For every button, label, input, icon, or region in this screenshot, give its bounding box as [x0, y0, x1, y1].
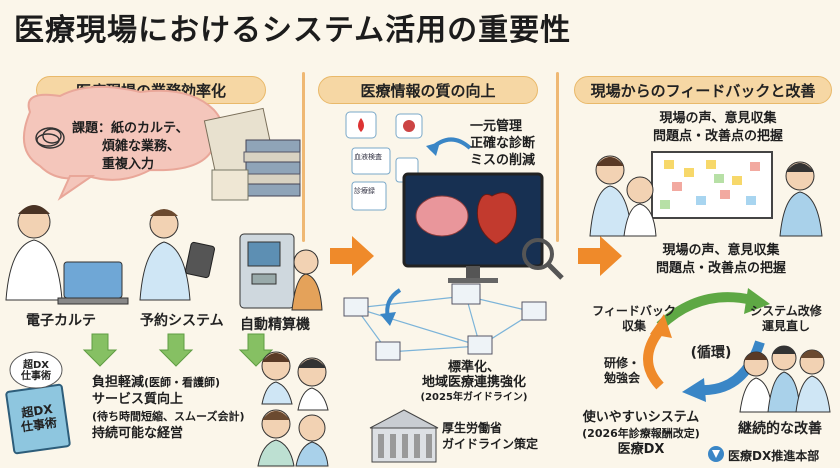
- cycle-training-line-1: 研修・: [603, 356, 640, 370]
- divider-left: [302, 72, 305, 242]
- benefit-service: サービス質向上: [92, 392, 184, 407]
- benefit-sustainable: 持続可能な経営: [92, 426, 184, 441]
- issue-line-2: 煩雑な業務、: [102, 139, 181, 154]
- usable-line-3: 医療DX: [617, 442, 665, 457]
- point-unified: 一元管理: [470, 119, 523, 134]
- section-heading-quality: 医療情報の質の向上: [318, 76, 538, 104]
- network-line-1: 標準化、: [447, 360, 500, 375]
- benefit-burden-note: (医師・看護師): [144, 376, 221, 389]
- continuous-improvement: 継続的な改善: [738, 421, 822, 437]
- doc-label-record: 診療録: [354, 187, 375, 195]
- board-caption: 現場の声、意見収集 問題点・改善点の把握: [620, 110, 816, 146]
- label-auto-payment: 自動精算機: [240, 317, 310, 333]
- ministry-line-2: ガイドライン策定: [442, 437, 539, 451]
- usable-line-2: (2026年診療報酬改定): [582, 427, 700, 440]
- network-line-3: (2025年ガイドライン): [420, 392, 528, 403]
- board-caption-line-1: 現場の声、意見収集: [659, 111, 777, 126]
- issue-line-3: 重複入力: [102, 157, 155, 172]
- doc-label-blood: 血液検査: [354, 153, 382, 161]
- usable-system: 使いやすいシステム (2026年診療報酬改定) 医療DX: [566, 410, 716, 458]
- cycle-system-line-2: 運見直し: [761, 319, 810, 333]
- cycle-feedback-line-2: 収集: [621, 319, 646, 333]
- cycle-caption: 現場の声、意見収集 問題点・改善点の把握: [616, 242, 826, 278]
- book-tag-line-2: 仕事術: [21, 371, 51, 382]
- ministry-text: 厚生労働省 ガイドライン策定: [442, 420, 538, 452]
- usable-line-1: 使いやすいシステム: [582, 410, 700, 425]
- cycle-system: システム改修 運見直し: [740, 304, 832, 334]
- ministry-line-1: 厚生労働省: [442, 421, 503, 435]
- network-text: 標準化、 地域医療連携強化 (2025年ガイドライン): [404, 360, 544, 405]
- cycle-feedback-line-1: フィードバック: [592, 304, 676, 318]
- cycle-training-line-2: 勉強会: [603, 371, 640, 385]
- point-diagnosis: 正確な診断: [470, 136, 536, 151]
- cycle-training: 研修・ 勉強会: [598, 356, 646, 386]
- point-error: ミスの削減: [470, 153, 536, 168]
- cycle-feedback: フィードバック 収集: [590, 304, 678, 334]
- section-heading-feedback: 現場からのフィードバックと改善: [574, 76, 832, 104]
- cycle-caption-line-1: 現場の声、意見収集: [662, 243, 780, 258]
- book-tag-line-1: 超DX: [22, 360, 49, 371]
- cycle-center: (循環): [690, 345, 732, 361]
- benefit-service-note: (待ち時間短縮、スムーズ会計): [92, 410, 245, 423]
- book-tag: 超DX 仕事術: [16, 360, 56, 382]
- book-title: 超DX 仕事術: [16, 401, 60, 434]
- label-electronic-chart: 電子カルテ: [26, 313, 96, 329]
- page-title: 医療現場におけるシステム活用の重要性: [14, 13, 572, 48]
- benefits-list: 負担軽減(医師・看護師) サービス質向上 (待ち時間短縮、スムーズ会計) 持続可…: [92, 374, 245, 442]
- label-reservation-system: 予約システム: [140, 313, 224, 329]
- divider-right: [556, 72, 559, 242]
- board-caption-line-2: 問題点・改善点の把握: [652, 129, 783, 144]
- footer-org: 医療DX推進本部: [728, 449, 820, 463]
- issue-line-1: 課題：紙のカルテ、: [72, 121, 189, 136]
- cycle-caption-line-2: 問題点・改善点の把握: [655, 261, 786, 276]
- issue-text: 課題：紙のカルテ、 煩雑な業務、 重複入力: [72, 120, 189, 174]
- network-line-2: 地域医療連携強化: [421, 375, 526, 390]
- cycle-system-line-1: システム改修: [750, 304, 822, 318]
- quality-points: 一元管理 正確な診断 ミスの削減: [470, 118, 535, 169]
- benefit-burden: 負担軽減: [92, 375, 145, 390]
